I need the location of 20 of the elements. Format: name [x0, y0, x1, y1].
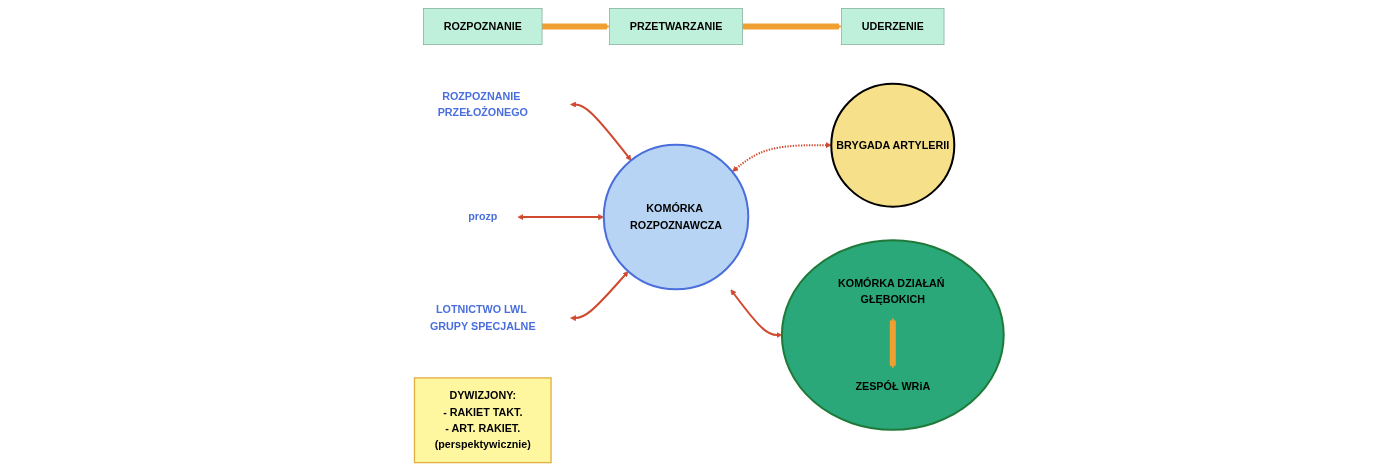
arrow	[570, 271, 629, 322]
node-text: KOMÓRKA DZIAŁAŃ GŁĘBOKICH	[837, 277, 945, 306]
node-text: ROZPOZNANIE PRZEŁOŻONEGO	[437, 90, 528, 118]
arrow	[742, 23, 842, 30]
node-box: PRZETWARZANIE	[609, 8, 743, 45]
arrow	[542, 23, 610, 30]
node-circle: BRYGADA ARTYLERII	[830, 82, 956, 208]
arrow	[730, 289, 783, 338]
node-text: LOTNICTWO LWL GRUPY SPECJALNE	[429, 303, 536, 332]
arrow	[732, 142, 832, 172]
arrow	[570, 101, 632, 161]
node-box: ROZPOZNANIE	[423, 8, 543, 45]
arrow	[889, 317, 896, 369]
cluster	[780, 239, 1005, 431]
node-circle: KOMÓRKA ROZPOZNAWCZA	[602, 143, 750, 291]
node-text: prozp	[468, 211, 498, 223]
node-text: ZESPÓŁ WRiA	[855, 380, 931, 392]
arrow	[517, 214, 604, 221]
node-box: DYWIZJONY: - RAKIET TAKT. - ART. RAKIET. (perspektywicznie)	[413, 377, 552, 464]
node-box: UDERZENIE	[841, 8, 945, 45]
